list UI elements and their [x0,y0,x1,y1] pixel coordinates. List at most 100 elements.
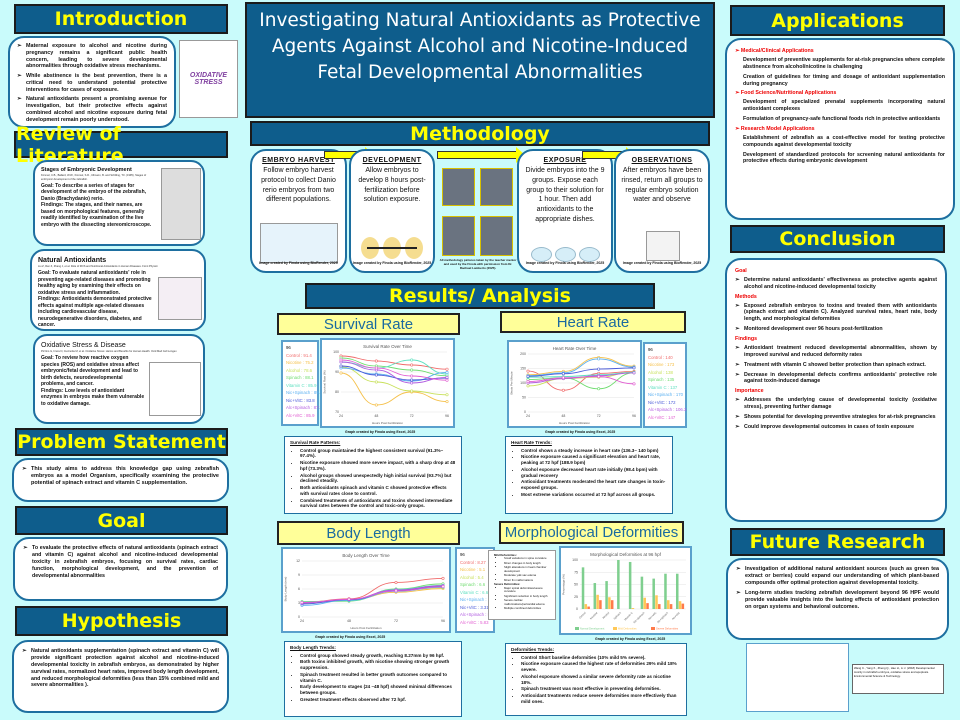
legend-label: Severe Deformities [656,627,679,631]
step-caption: Image created by Finola using BioRender,… [352,261,432,265]
x-tick-label: Nic+VitC [647,611,657,621]
section-item: Monitored development over 96 hours post… [735,326,937,333]
data-point [374,403,378,407]
bar-normal-development [664,573,667,609]
section-item: Antioxidant treatment reduced developmen… [735,345,937,359]
data-point [374,380,378,384]
step-text: Follow embryo harvest protocol to collec… [261,167,336,204]
trend-item-list: Control group maintained the highest con… [290,448,456,509]
review-item-embryonic-stages: Stages of Embryonic Development Kimmel, … [33,160,205,246]
x-axis-label: Hours Post Fertilization [559,421,590,425]
bar-mild-deformities [678,601,682,609]
x-tick-label: 96 [445,414,449,418]
legend-title: 96 [286,345,291,350]
review-heading: Review of Literature [14,123,228,167]
trend-item: Antioxidant treatments moderated the hea… [521,479,667,490]
section-item: Establishment of zebrafish as a cost-eff… [743,134,945,148]
data-point [410,363,414,367]
data-point [394,589,398,593]
body-length-trends-box: Body Length Trends: Control group showed… [284,641,462,717]
trends-title: Body Length Trends: [290,645,336,650]
data-point [339,358,343,362]
step-title: EMBRYO HARVEST [262,157,335,164]
graph-caption: Graph created by Finola using Excel, 202… [315,635,386,639]
graph-caption: Graph created by Finola using Excel, 202… [545,430,616,434]
step-caption: Image created by Finola using BioRender,… [259,261,338,265]
mild-item: Minor fin malformations [504,578,550,582]
trend-item-list: Control group showed steady growth, reac… [290,653,456,703]
legend-item: Vitamin C : 85.9 [286,382,317,388]
x-tick-label: 48 [561,414,565,418]
graph-caption: Graph created by Finola using Excel, 202… [345,430,416,434]
method-step-embryo-harvest: EMBRYO HARVEST Follow embryo harvest pro… [250,149,347,273]
trends-title: Deformities Trends: [511,647,555,652]
section-subheading: ➢ Food Science/Nutritional Applications [735,90,837,97]
legend-item: Alcohol : 5.4 [460,574,484,580]
legend-item: Nic+Spinach : 89.8 [286,390,323,395]
series-line-alcohol [340,366,448,396]
data-point [410,368,414,372]
method-step-development: DEVELOPMENT Allow embryos to develop 8 h… [349,149,435,273]
section-item: Development of preventive supplements fo… [743,56,945,70]
trends-title: Heart Rate Trends: [511,440,552,445]
mild-item: Small variations in spine curvature [504,556,550,560]
bar-severe-deformities [681,603,685,609]
step-title: OBSERVATIONS [631,157,693,164]
arrow-icon [437,147,525,163]
step-title: EXPOSURE [543,157,587,164]
method-step-exposure: EXPOSURE Divide embryos into the 9 group… [517,149,613,273]
graph-caption: Graph created by Finola using Excel, 202… [595,637,666,641]
method-step-observations: OBSERVATIONS After embryos have been rin… [614,149,710,273]
section-item: Could improve developmental outcomes in … [735,424,937,431]
future-bullet-list: Investigation of additional natural anti… [736,566,939,611]
series-line-spinach [340,357,448,377]
severe-item: Severe cardiac malformations/pericardial… [504,599,550,606]
legend-item: Control : 91.4 [286,352,312,358]
step-caption: Image created by Finola using BioRender,… [622,261,702,265]
review-citation[interactable]: Pizzino G, Irrera N, Cucinotta M, et al.… [41,350,178,354]
embryo-development-image [361,237,423,259]
review-goal: Goal: To evaluate natural antioxidants' … [38,270,151,296]
y-axis-label: Body Length (mm) [284,577,288,602]
legend-swatch [575,627,579,630]
legend-label: Mild Deformities [618,627,637,631]
data-point [410,389,414,393]
y-axis-label: Survival Rate (%) [323,370,327,393]
section-item: Treatment with vitamin C showed better p… [735,362,937,369]
data-point [441,585,445,589]
deformity-trends-box: Deformities Trends: Control Short baseli… [505,643,687,716]
morphological-chart-svg: Morphological Deformities at 96 hpf02550… [562,552,686,631]
future-bullet: Investigation of additional natural anti… [736,566,939,587]
review-citation[interactable]: Kimmel, C.B., Ballard, W.W., Kimmel, S.R… [41,174,147,181]
y-tick-label: 75 [574,570,578,574]
legend-item: Vitamin C : 137 [648,384,678,390]
problem-bullet-list: This study aims to address this knowledg… [22,466,219,487]
trend-item: Alcohol exposure decreased heart rate in… [521,467,667,478]
section-item: Decrease in developmental defects confir… [735,372,937,386]
series-line-nic-vitc [340,365,448,381]
conclusion-heading: Conclusion [730,225,945,253]
future-bullet: Long-term studies tracking zebrafish dev… [736,590,939,611]
series-line-nicotine [527,357,635,376]
x-tick-label: 24 [526,414,530,418]
severe-item: Major spinal deformities/severe curvatur… [504,586,550,594]
chart-title: Survival Rate Over Time [363,344,412,349]
section-subheading: Findings [735,336,758,342]
lab-photo [442,168,475,206]
oxidative-stress-flowchart [149,362,201,416]
legend-item: Spinach : 88.1 [286,375,314,380]
y-tick-label: 0 [576,607,578,611]
section-list: Antioxidant treatment reduced developmen… [735,345,937,385]
future-research-heading: Future Research [730,528,945,556]
data-point [445,393,449,397]
bar-normal-development [593,583,597,609]
review-citation[interactable]: Liu Z, Ren Z, Zhang J, et al. Role of RO… [38,265,159,269]
section-item: Shows potential for developing preventiv… [735,414,937,421]
legend-item: Nic+Spinach : 5.81 [460,597,497,602]
x-tick-label: 48 [347,619,351,623]
heart-rate-heading: Heart Rate [500,311,686,333]
